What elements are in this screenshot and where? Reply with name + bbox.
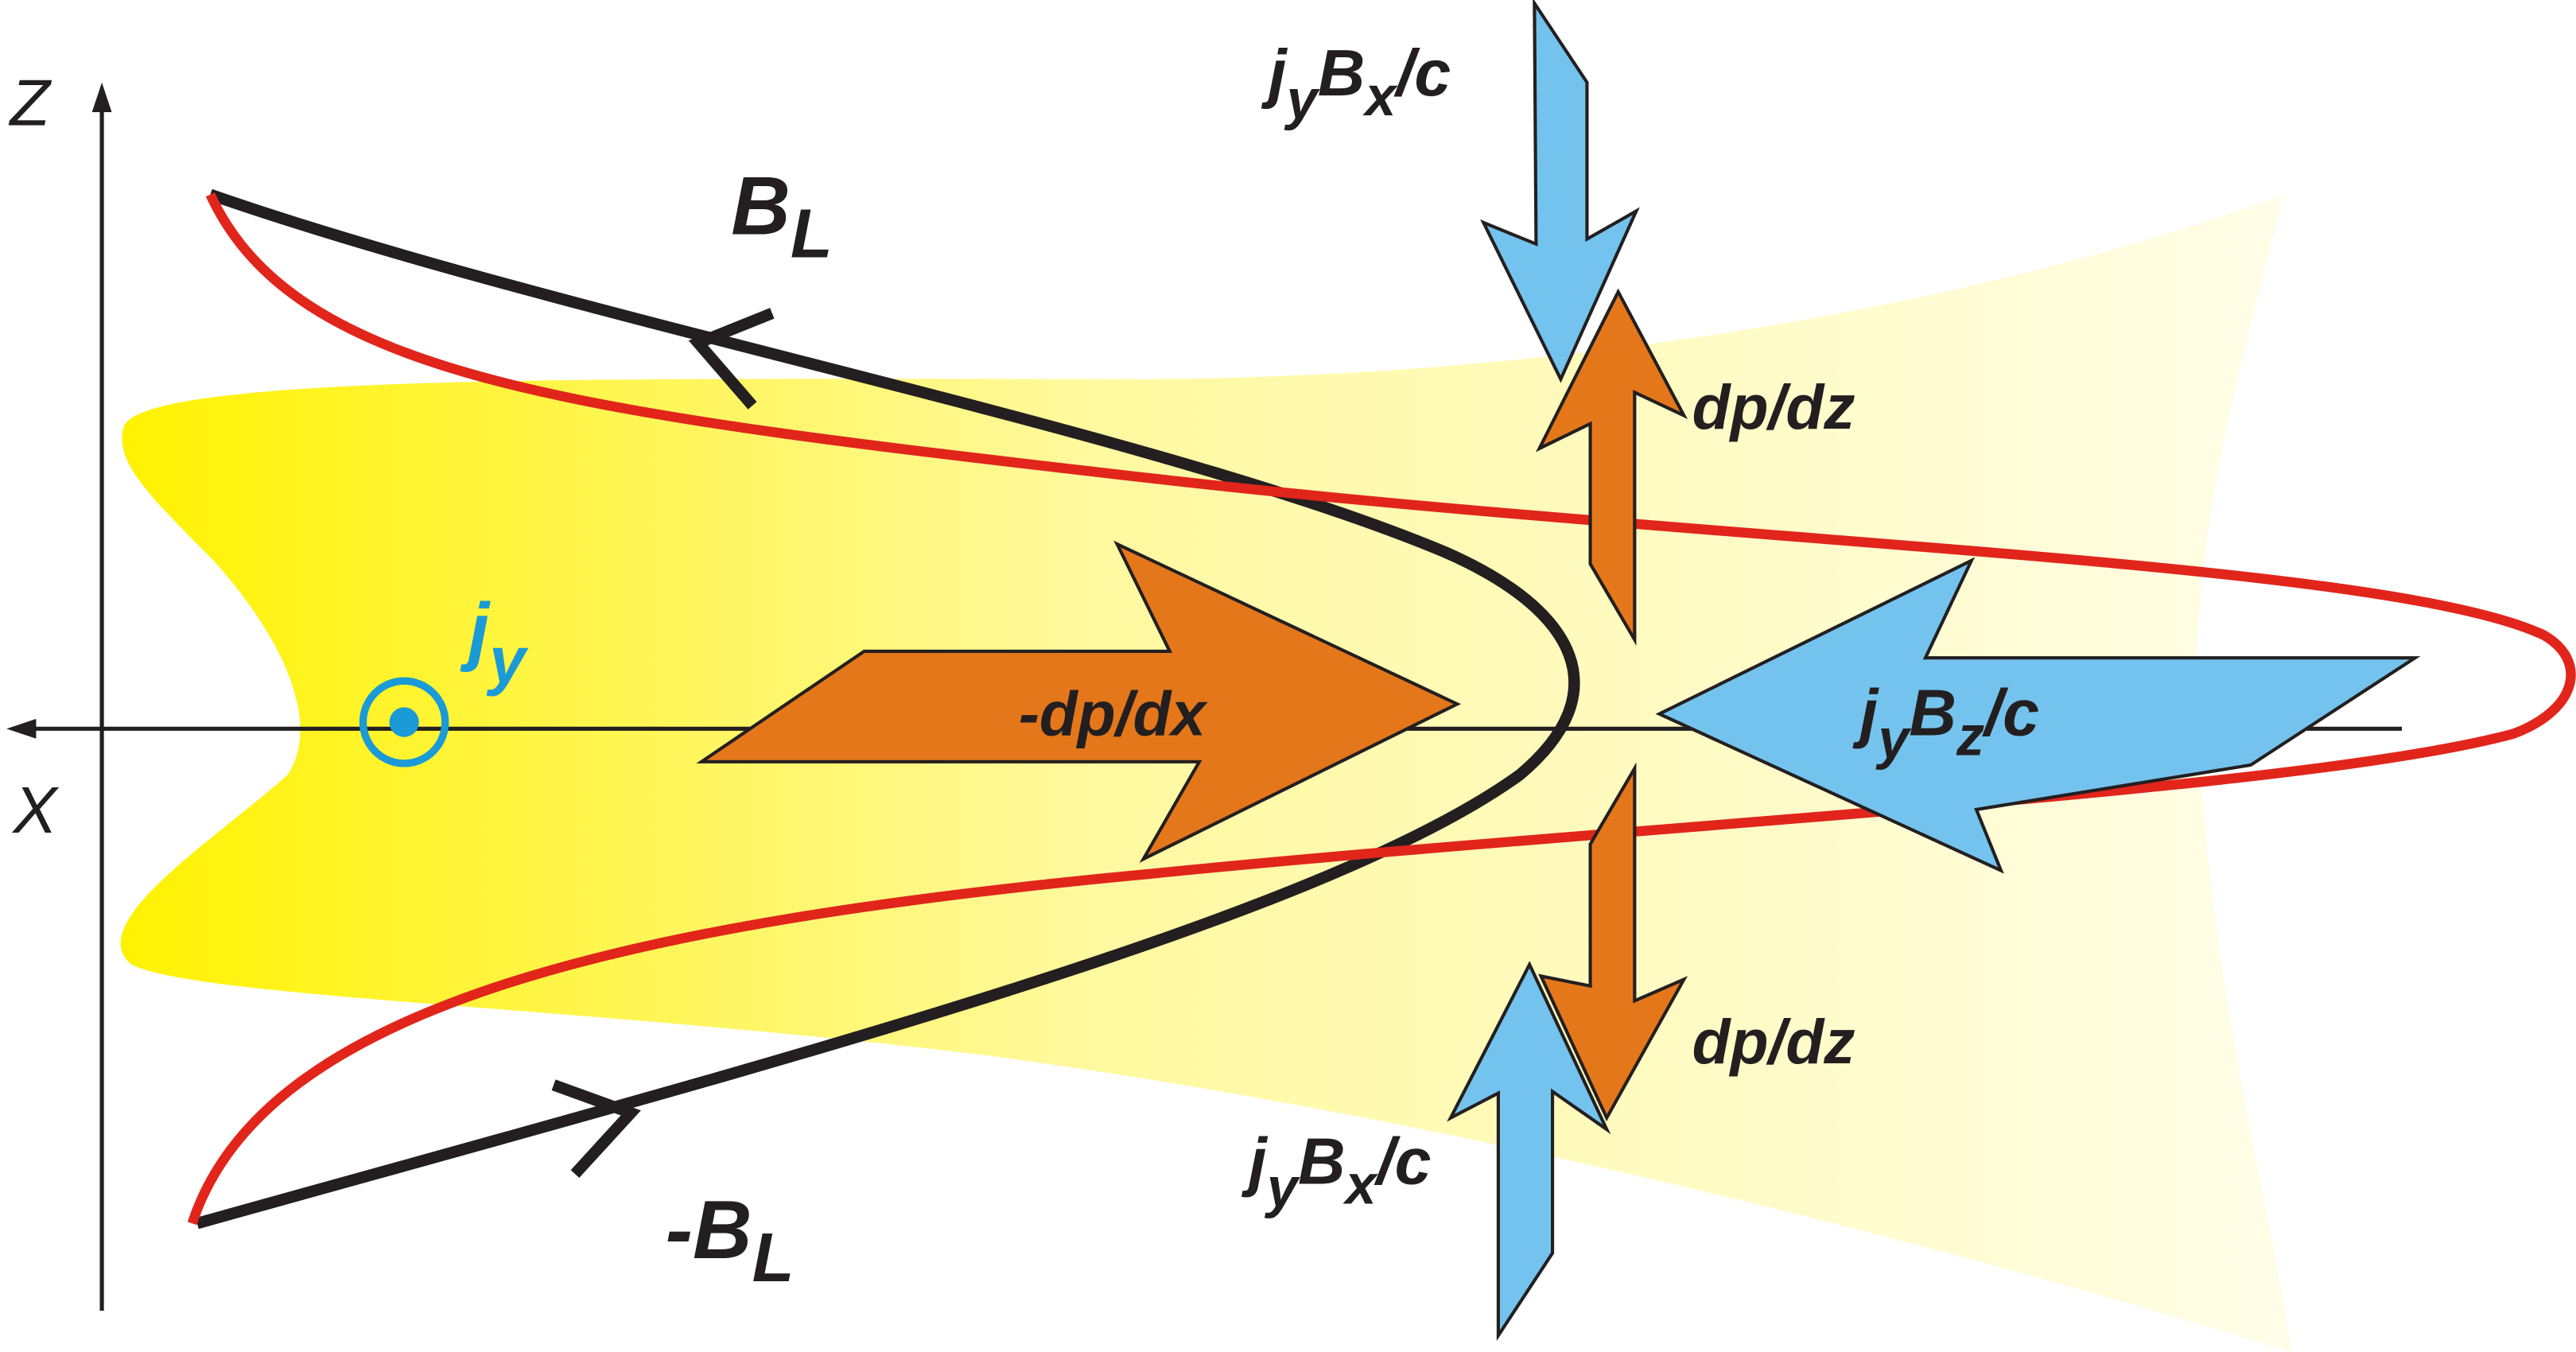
force-arrow-x bbox=[1655, 557, 2421, 874]
pressure-arrow-z-top bbox=[1535, 288, 1688, 647]
label-pressure-x: -dp/dx bbox=[1019, 679, 1209, 749]
label-b-top: BL bbox=[731, 159, 833, 272]
label-force-z-top: jyBx/c bbox=[1261, 36, 1451, 130]
pressure-arrow-z-bottom bbox=[1538, 762, 1688, 1122]
field-line-red bbox=[187, 192, 2576, 1226]
current-out-of-page-icon bbox=[359, 677, 449, 767]
label-pressure-z-top: dp/dz bbox=[1692, 372, 1855, 442]
x-axis-arrowhead bbox=[6, 718, 37, 739]
label-pressure-z-bottom: dp/dz bbox=[1692, 1007, 1855, 1077]
force-arrow-z-bottom bbox=[1447, 961, 1611, 1342]
label-force-z-bottom: jyBx/c bbox=[1241, 1124, 1432, 1218]
field-line-black bbox=[195, 188, 1580, 1230]
x-axis-label: X bbox=[12, 773, 60, 847]
z-axis-label: Z bbox=[8, 65, 52, 139]
field-arrow-top bbox=[688, 308, 775, 410]
field-arrow-bottom bbox=[551, 1079, 641, 1179]
z-axis-arrowhead bbox=[91, 82, 112, 112]
pressure-arrow-x bbox=[696, 540, 1462, 863]
force-arrow-z-top bbox=[1480, 0, 1640, 383]
label-b-bottom: -BL bbox=[666, 1183, 795, 1296]
